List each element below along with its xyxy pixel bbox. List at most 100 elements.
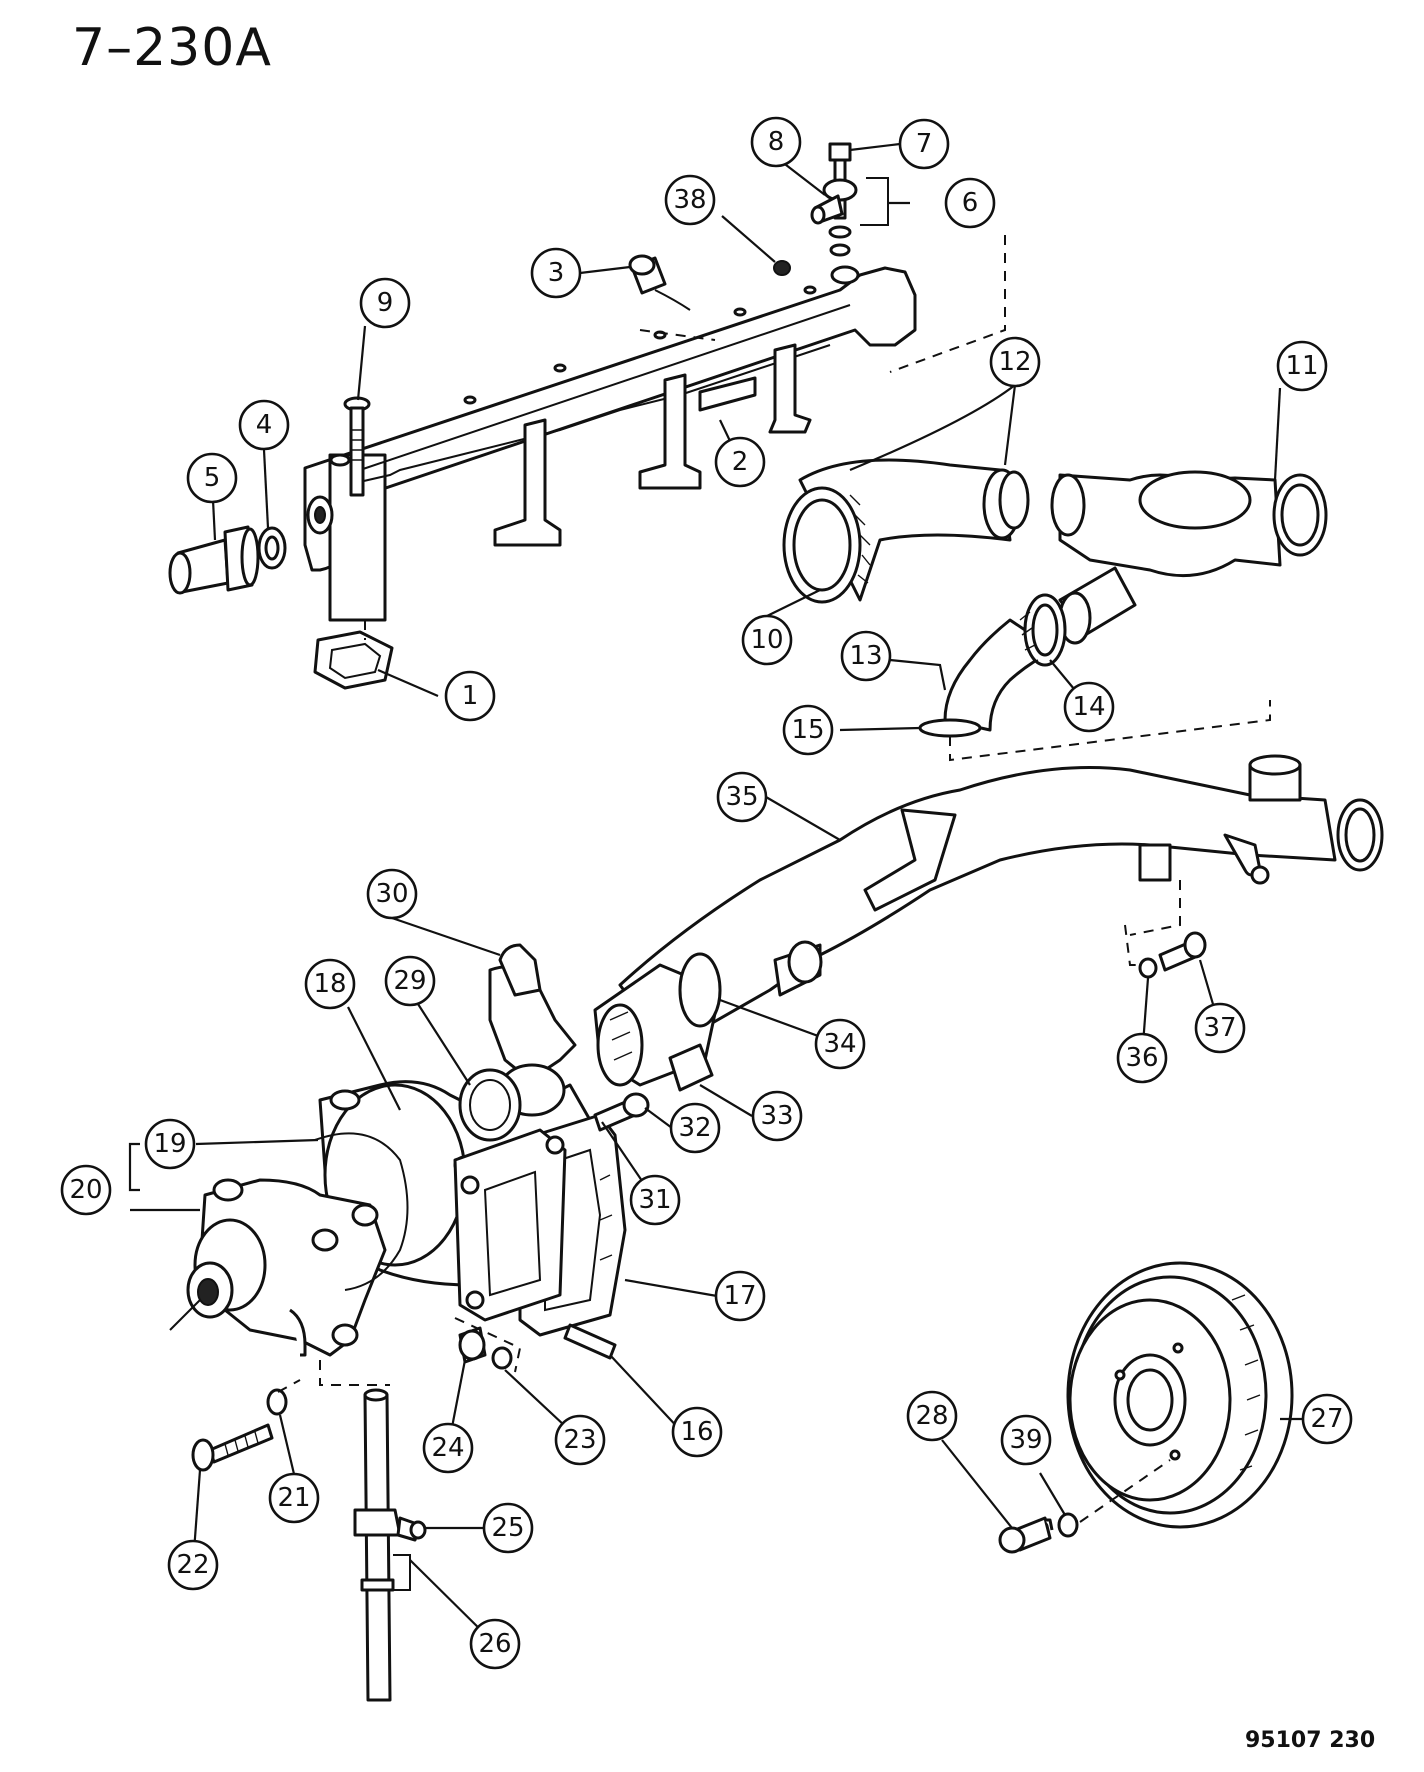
svg-text:15: 15 [791,715,824,745]
svg-text:1: 1 [462,681,479,711]
washer-23 [491,1346,513,1370]
callout-32: 32 [669,1102,721,1154]
nut-24 [458,1326,487,1364]
svg-text:39: 39 [1009,1425,1042,1455]
coolant-manifold [303,265,917,622]
svg-text:31: 31 [638,1185,671,1215]
callout-13: 13 [840,630,892,682]
leader-lines [128,142,1302,1645]
gasket-19 [314,1132,409,1291]
svg-text:23: 23 [563,1425,596,1455]
callout-9: 9 [359,277,411,329]
svg-text:13: 13 [849,641,882,671]
svg-text:22: 22 [176,1550,209,1580]
clamp-33 [668,1043,714,1092]
callout-5: 5 [186,452,238,504]
svg-text:3: 3 [548,258,565,288]
callout-36: 36 [1116,1032,1168,1084]
bolt-9 [343,396,371,497]
svg-text:2: 2 [732,447,749,477]
svg-text:18: 18 [313,969,346,999]
svg-text:20: 20 [69,1175,102,1205]
bolt-37 [1158,931,1207,972]
svg-text:37: 37 [1203,1013,1236,1043]
thermostat-housing-30 [488,943,577,1117]
gasket-1 [313,620,394,690]
callout-20: 20 [60,1164,112,1216]
callout-18: 18 [304,958,356,1010]
plug-3 [628,254,691,311]
callout-37: 37 [1194,1002,1246,1054]
callout-16: 16 [671,1406,723,1458]
svg-text:35: 35 [725,782,758,812]
callout-28: 28 [906,1390,958,1442]
callout-33: 33 [751,1090,803,1142]
callout-21: 21 [268,1472,320,1524]
svg-text:26: 26 [478,1629,511,1659]
callout-30: 30 [366,868,418,920]
bleed-valve-6 [810,142,889,257]
callout-27: 27 [1301,1393,1353,1445]
adapter-plate [453,1128,567,1322]
callout-19: 19 [144,1118,196,1170]
svg-text:6: 6 [962,188,979,218]
plug-38 [773,260,791,276]
pulley-27 [1066,1261,1294,1529]
bolt-28 [998,1516,1054,1554]
callout-25: 25 [482,1502,534,1554]
callout-7: 7 [898,118,950,170]
svg-text:16: 16 [680,1417,713,1447]
callout-22: 22 [167,1539,219,1591]
washer-21 [266,1388,288,1416]
svg-text:29: 29 [393,966,426,996]
washer-4 [257,526,287,570]
coolant-tube-35 [618,754,1384,1047]
nut-32 [622,1092,650,1118]
fitting-5 [168,525,260,595]
callout-29: 29 [384,955,436,1007]
callout-34: 34 [814,1018,866,1070]
footer-code: 95107 230 [1245,1728,1376,1753]
callout-3: 3 [530,247,582,299]
svg-text:14: 14 [1072,692,1105,722]
callout-24: 24 [422,1422,474,1474]
callout-2: 2 [714,436,766,488]
callout-1: 1 [444,670,496,722]
callout-6: 6 [944,177,996,229]
callout-12: 12 [989,336,1041,388]
svg-text:9: 9 [377,288,394,318]
svg-text:27: 27 [1310,1404,1343,1434]
clamp-25 [353,1508,427,1542]
svg-text:4: 4 [256,410,273,440]
svg-text:21: 21 [277,1483,310,1513]
callout-23: 23 [554,1414,606,1466]
svg-text:36: 36 [1125,1043,1158,1073]
svg-text:7: 7 [916,129,933,159]
svg-text:19: 19 [153,1129,186,1159]
gasket-29 [458,1068,522,1142]
svg-text:32: 32 [678,1113,711,1143]
callout-38: 38 [664,174,716,226]
svg-text:30: 30 [375,879,408,909]
svg-text:17: 17 [723,1281,756,1311]
stud-16 [563,1323,617,1360]
outlet-housing-11 [1050,470,1328,645]
callout-17: 17 [714,1270,766,1322]
washer-36 [1138,957,1158,979]
callout-31: 31 [629,1174,681,1226]
callout-15: 15 [782,704,834,756]
svg-text:8: 8 [768,127,785,157]
svg-text:28: 28 [915,1401,948,1431]
svg-text:34: 34 [823,1029,856,1059]
callout-39: 39 [1000,1414,1052,1466]
svg-text:25: 25 [491,1513,524,1543]
svg-text:33: 33 [760,1101,793,1131]
hose-13 [943,593,1067,732]
hose-10 [782,458,1030,604]
svg-text:38: 38 [673,185,706,215]
page-title: 7–230A [72,18,272,78]
callout-14: 14 [1063,681,1115,733]
svg-text:24: 24 [431,1433,464,1463]
water-pump-20 [169,1178,387,1357]
